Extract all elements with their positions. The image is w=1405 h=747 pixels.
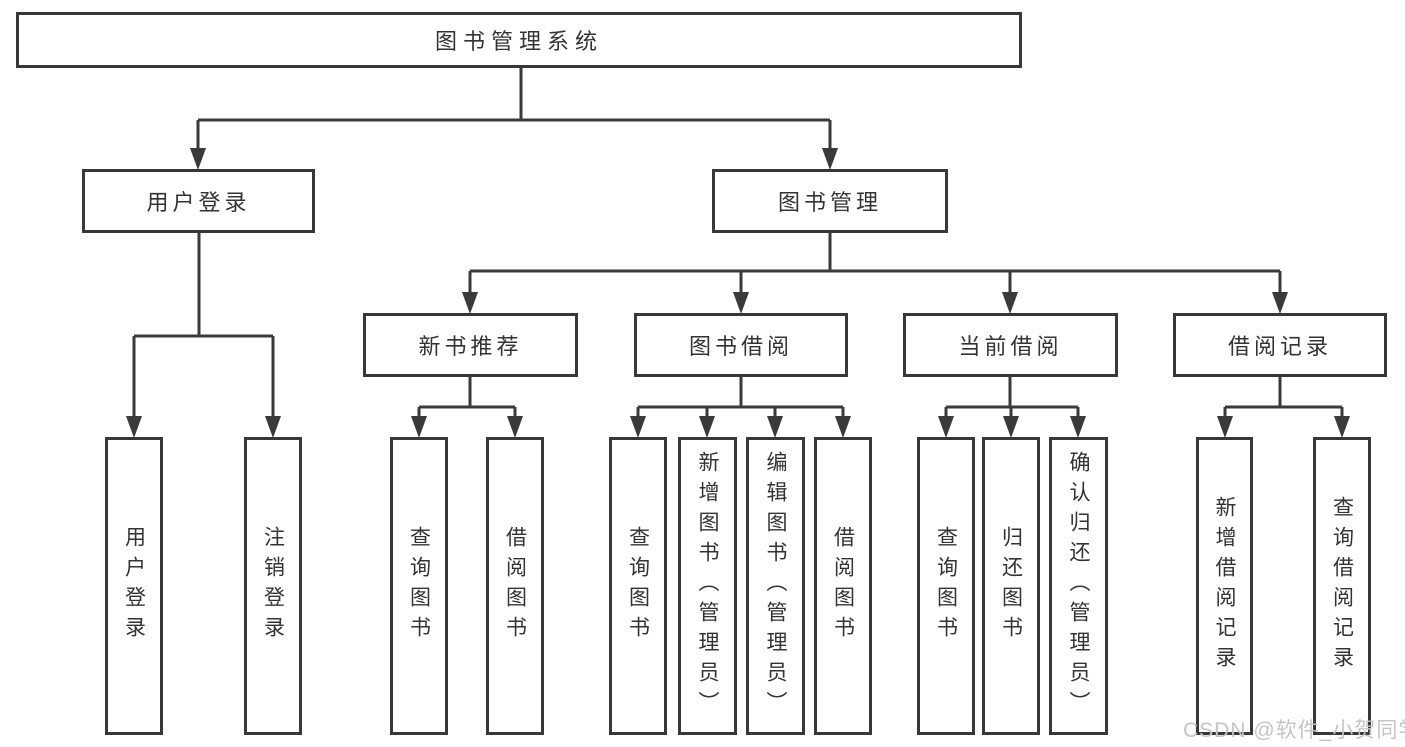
leaf-borrow-books-label: 借阅图书 [831, 526, 855, 646]
node-book-borrow: 图书借阅 [634, 313, 848, 377]
leaf-return-books-label: 归还图书 [999, 526, 1023, 646]
leaf-query-books-recommend-label: 查询图书 [407, 526, 431, 646]
leaf-query-borrow-record-label: 查询借阅记录 [1330, 496, 1354, 676]
leaf-logout-label: 注销登录 [261, 526, 285, 646]
node-user-login-branch-label: 用户登录 [146, 190, 251, 215]
leaf-borrow-books: 借阅图书 [814, 437, 872, 735]
leaf-user-login-label: 用户登录 [122, 526, 146, 646]
leaf-confirm-return-admin-label: 确认归还（管理员） [1067, 451, 1090, 721]
node-book-management-branch: 图书管理 [712, 169, 948, 233]
leaf-query-books-current-label: 查询图书 [934, 526, 958, 646]
node-borrow-records-label: 借阅记录 [1227, 334, 1332, 359]
leaf-query-books-current: 查询图书 [917, 437, 975, 735]
leaf-query-books-recommend: 查询图书 [390, 437, 448, 735]
leaf-borrow-books-recommend: 借阅图书 [486, 437, 544, 735]
leaf-confirm-return-admin: 确认归还（管理员） [1049, 437, 1108, 735]
node-borrow-records: 借阅记录 [1173, 313, 1387, 377]
leaf-query-books-borrow: 查询图书 [609, 437, 667, 735]
node-current-borrow-label: 当前借阅 [958, 334, 1063, 359]
leaf-logout: 注销登录 [244, 437, 302, 735]
node-book-borrow-label: 图书借阅 [688, 334, 793, 359]
csdn-watermark: CSDN @软件_小贺同学 [1183, 719, 1405, 742]
node-new-book-recommend: 新书推荐 [363, 313, 578, 377]
leaf-add-books-admin: 新增图书（管理员） [678, 437, 737, 735]
leaf-query-books-borrow-label: 查询图书 [626, 526, 650, 646]
leaf-add-borrow-record-label: 新增借阅记录 [1213, 496, 1236, 676]
leaf-add-books-admin-label: 新增图书（管理员） [696, 451, 719, 721]
leaf-edit-books-admin: 编辑图书（管理员） [746, 437, 805, 735]
leaf-return-books: 归还图书 [982, 437, 1040, 735]
leaf-edit-books-admin-label: 编辑图书（管理员） [764, 451, 787, 721]
node-user-login-branch: 用户登录 [82, 169, 315, 233]
node-new-book-recommend-label: 新书推荐 [418, 334, 523, 359]
node-library-management-system: 图书管理系统 [16, 12, 1022, 68]
leaf-query-borrow-record: 查询借阅记录 [1313, 437, 1371, 735]
leaf-borrow-books-recommend-label: 借阅图书 [503, 526, 527, 646]
leaf-user-login: 用户登录 [105, 437, 163, 735]
node-current-borrow: 当前借阅 [903, 313, 1118, 377]
node-book-management-branch-label: 图书管理 [777, 190, 882, 215]
node-library-management-system-label: 图书管理系统 [434, 29, 603, 54]
leaf-add-borrow-record: 新增借阅记录 [1196, 437, 1253, 735]
